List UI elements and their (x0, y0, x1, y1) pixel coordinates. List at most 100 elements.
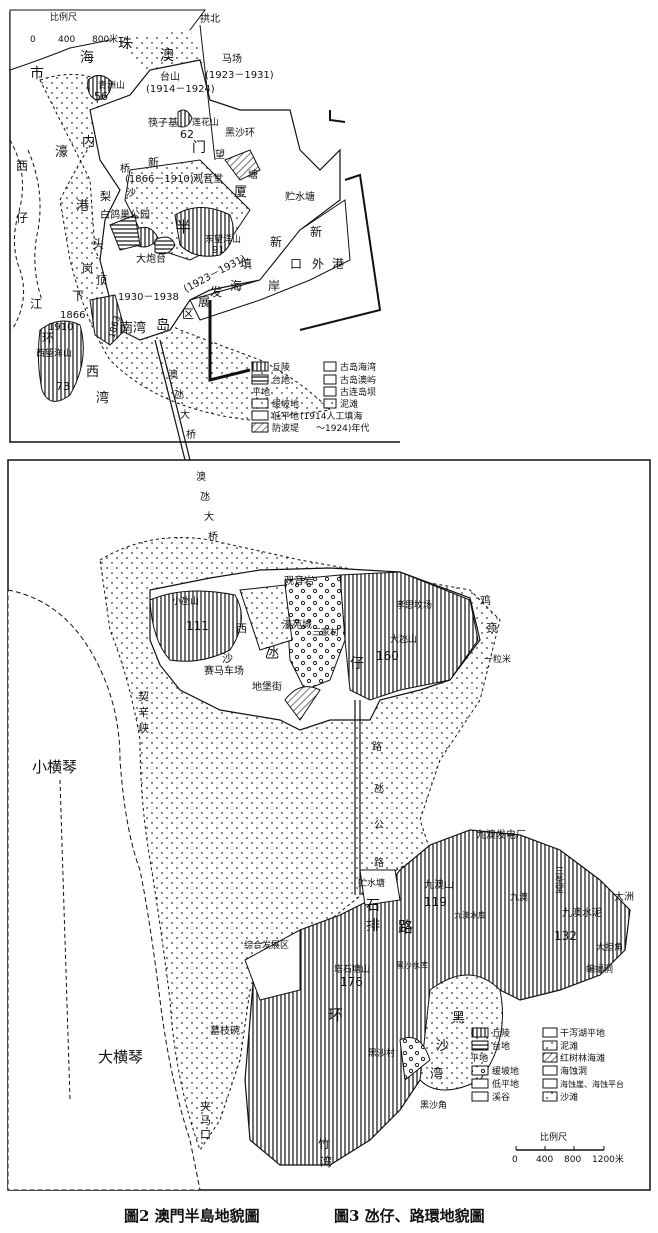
label2-xin: 辛 (138, 705, 149, 719)
qingzhou-hill (87, 75, 113, 101)
label2-jia: 夹 (200, 1100, 211, 1113)
label2-jiuaoshan: 九澳山 (424, 878, 454, 891)
guia-hill (174, 207, 234, 257)
legend2-nitan: 泥滩 (560, 1040, 578, 1052)
label2-h160: 160 (376, 649, 399, 663)
label2-dadanjiao: 大担角 (596, 941, 623, 953)
label-xin3: 新 (310, 224, 322, 239)
label2-ji: 鸡 (480, 593, 491, 607)
legend1-gudao-xie: 古岛澳屿 (340, 374, 376, 386)
label2-sanjiacun: 三家村 (312, 626, 339, 638)
label-ao: 澳 (160, 48, 174, 64)
label2-kou: 口 (200, 1128, 211, 1141)
label-machang: 马场 (222, 52, 242, 65)
legend2-pingdi: 平地 (470, 1052, 488, 1064)
label2-jiuao: 九澳 (510, 891, 528, 903)
legend2-taidi: 台地 (492, 1040, 510, 1052)
label-gang2: 港 (332, 257, 344, 271)
label-ban: 半 (176, 218, 191, 236)
legend1-nitan: 泥滩 (340, 398, 358, 410)
label2-hei: 黑 (452, 1011, 465, 1026)
label-dongwang: 东望洋山 (205, 233, 241, 245)
label-huan: 环 (42, 331, 54, 345)
label2-lu: 路 (372, 740, 382, 753)
label-ding: 顶 (96, 274, 107, 287)
label-1930: 1930－1938 (118, 292, 179, 303)
label2-bridge-0: 澳 (196, 470, 206, 483)
caption-fig3: 圖3 氹仔、路環地貌圖 (334, 1207, 485, 1225)
label2-zhushuitang: 贮水塘 (358, 877, 385, 889)
label2-h119: 119 (424, 895, 447, 909)
label-lianhua: 莲花山 (192, 116, 219, 128)
label2-huan: 环 (328, 1006, 343, 1024)
label2-xiaotanshan: 小氹山 (172, 595, 199, 607)
label-heishahuan: 黑沙环 (225, 127, 255, 139)
macau-peninsula-map (9, 9, 400, 461)
label-li: 梨 (100, 189, 111, 203)
label2-lu2: 路 (374, 856, 384, 869)
penha-hill (89, 294, 126, 346)
legend2-shatan: 沙滩 (560, 1091, 578, 1103)
label2-heishacun: 黑沙村 (368, 1047, 395, 1059)
label2-datanshan: 大氹山 (390, 633, 417, 645)
label-wang: 望 (215, 148, 225, 161)
label-dapaotai: 大炮台 (136, 252, 166, 265)
label2-zhu: 竹 (318, 1137, 330, 1151)
legend1-gulian: 古连岛坝 (340, 386, 376, 398)
label-xiaziji: 筷子基 (148, 116, 178, 129)
label2-daheng: 大横琴 (98, 1048, 143, 1066)
label-zhan: 展 (198, 295, 210, 309)
legend1-fangbo: 防波堤 (272, 422, 299, 434)
map2-scale-0: 0 (512, 1155, 518, 1165)
legend1-tianhai: (1914人工填海 (300, 410, 362, 422)
legend2-haishiyan: 海蚀崖、海蚀平台 (560, 1079, 624, 1089)
label-sha: 沙 (126, 187, 136, 199)
label2-mubei: 墓枝碗 (210, 1024, 240, 1037)
legend1-didi: 低平地 (272, 410, 299, 422)
label2-tan: 氹 (374, 783, 384, 795)
label-nei: 内 (82, 134, 95, 150)
label2-haoyuancheng: 濠苑城 (282, 618, 312, 631)
legend2-xigu: 溪谷 (492, 1091, 510, 1103)
label-wai: 外 (312, 257, 324, 271)
label2-xia: 峡 (138, 721, 149, 735)
legend1-qiuling: 丘陵 (272, 362, 290, 373)
small-taipa-hill (149, 590, 242, 662)
map1-legend (251, 361, 337, 433)
label-zhu: 珠 (118, 36, 132, 52)
label2-shi: 石 (366, 898, 380, 914)
label-qiao: 桥 (120, 163, 130, 175)
label2-wan3: 湾 (320, 1154, 332, 1169)
label-xin: 新 (148, 155, 159, 169)
label2-bridge-2: 大 (204, 510, 214, 523)
label-taishan: 台山 (160, 70, 180, 83)
label2-sanshengtang: 三圣堂 (553, 866, 564, 893)
label2-jiuao2: 九澳水泥 (562, 906, 602, 919)
label-qingzhou: 青洲山 (98, 79, 125, 91)
label2-zai: 仔 (350, 656, 364, 672)
barra-hill (37, 320, 84, 402)
label-bridge1-3: 桥 (186, 429, 196, 441)
label-xiwang: 西望洋山 (36, 347, 72, 359)
taipa-coloane-map (7, 459, 651, 1191)
label2-h111: 111 (186, 619, 209, 633)
label-baige: 白鸽巢公园 (100, 208, 150, 221)
label2-dazhou: 大洲 (614, 890, 634, 903)
label-h91: 91 (212, 245, 225, 256)
label-zhou: 濠 (55, 144, 68, 160)
label-xi-channel: 西 (16, 159, 28, 173)
map2-scale-400: 400 (536, 1155, 553, 1165)
map2-scale-title: 比例尺 (540, 1131, 567, 1143)
label-xin2: 新 (270, 234, 282, 249)
label-1866: 1866 (60, 310, 85, 321)
label-h73: 73 (56, 380, 70, 393)
label-xia2: 下 (72, 289, 84, 303)
label2-dibaojie: 地堡街 (252, 680, 282, 693)
label-hai: 海 (80, 50, 94, 66)
label-1910: 1910 (48, 322, 73, 333)
label2-guanyinyan: 观音岩 (284, 574, 314, 587)
label2-zonghe: 综合发展区 (244, 939, 289, 951)
legend1-tianhai2: ～1924)年代 (316, 422, 369, 434)
legend2-hongshulin: 红树林海滩 (560, 1052, 605, 1064)
legend1-taidi: 台地 (272, 374, 290, 386)
